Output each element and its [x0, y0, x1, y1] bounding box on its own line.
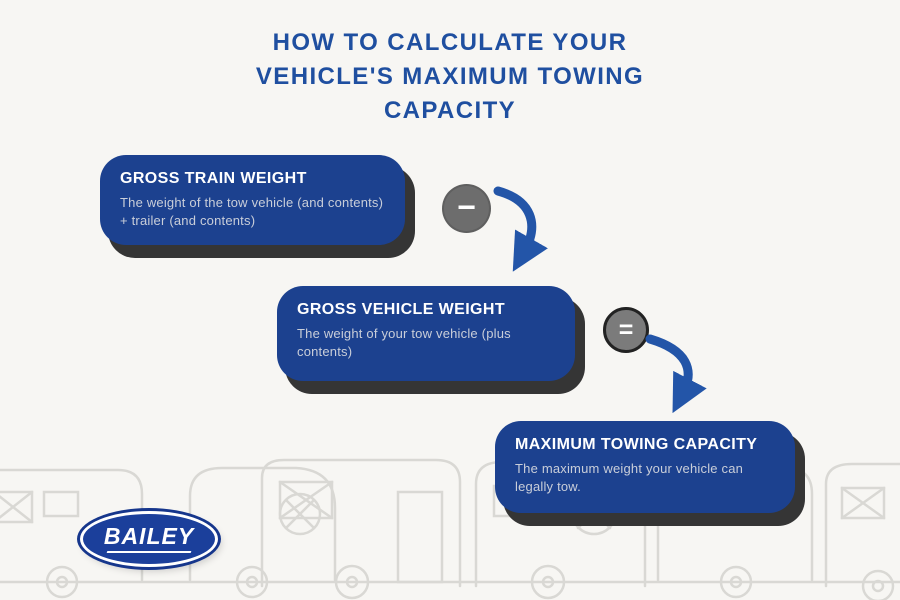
card-gross-vehicle-weight: GROSS VEHICLE WEIGHT The weight of your … — [277, 286, 575, 381]
card-body: The maximum weight your vehicle can lega… — [515, 461, 744, 494]
minus-operator-badge: − — [444, 186, 489, 231]
card-heading: GROSS VEHICLE WEIGHT — [297, 301, 506, 318]
card-body: The weight of the tow vehicle (and conte… — [120, 195, 384, 228]
card-body: The weight of your tow vehicle (plus con… — [297, 326, 511, 359]
card-heading: MAXIMUM TOWING CAPACITY — [515, 436, 758, 453]
minus-icon: − — [457, 189, 476, 225]
card-heading: GROSS TRAIN WEIGHT — [120, 170, 307, 187]
caravan-line-art — [0, 458, 900, 600]
bailey-logo-underline — [106, 551, 192, 553]
card-maximum-towing-capacity: MAXIMUM TOWING CAPACITY The maximum weig… — [495, 421, 795, 513]
bailey-logo: BAILEY — [80, 511, 218, 567]
card-gross-train-weight: GROSS TRAIN WEIGHT The weight of the tow… — [100, 155, 405, 245]
caravan-outline-3 — [260, 458, 462, 600]
equals-icon: = — [618, 315, 634, 344]
caravan-outline-6 — [824, 462, 900, 600]
equals-operator-badge: = — [603, 307, 649, 353]
curved-arrow-down-1 — [493, 186, 548, 272]
bailey-logo-text: BAILEY — [103, 523, 195, 549]
page-title: HOW TO CALCULATE YOUR VEHICLE'S MAXIMUM … — [255, 29, 645, 124]
curved-arrow-down-2 — [645, 334, 707, 414]
